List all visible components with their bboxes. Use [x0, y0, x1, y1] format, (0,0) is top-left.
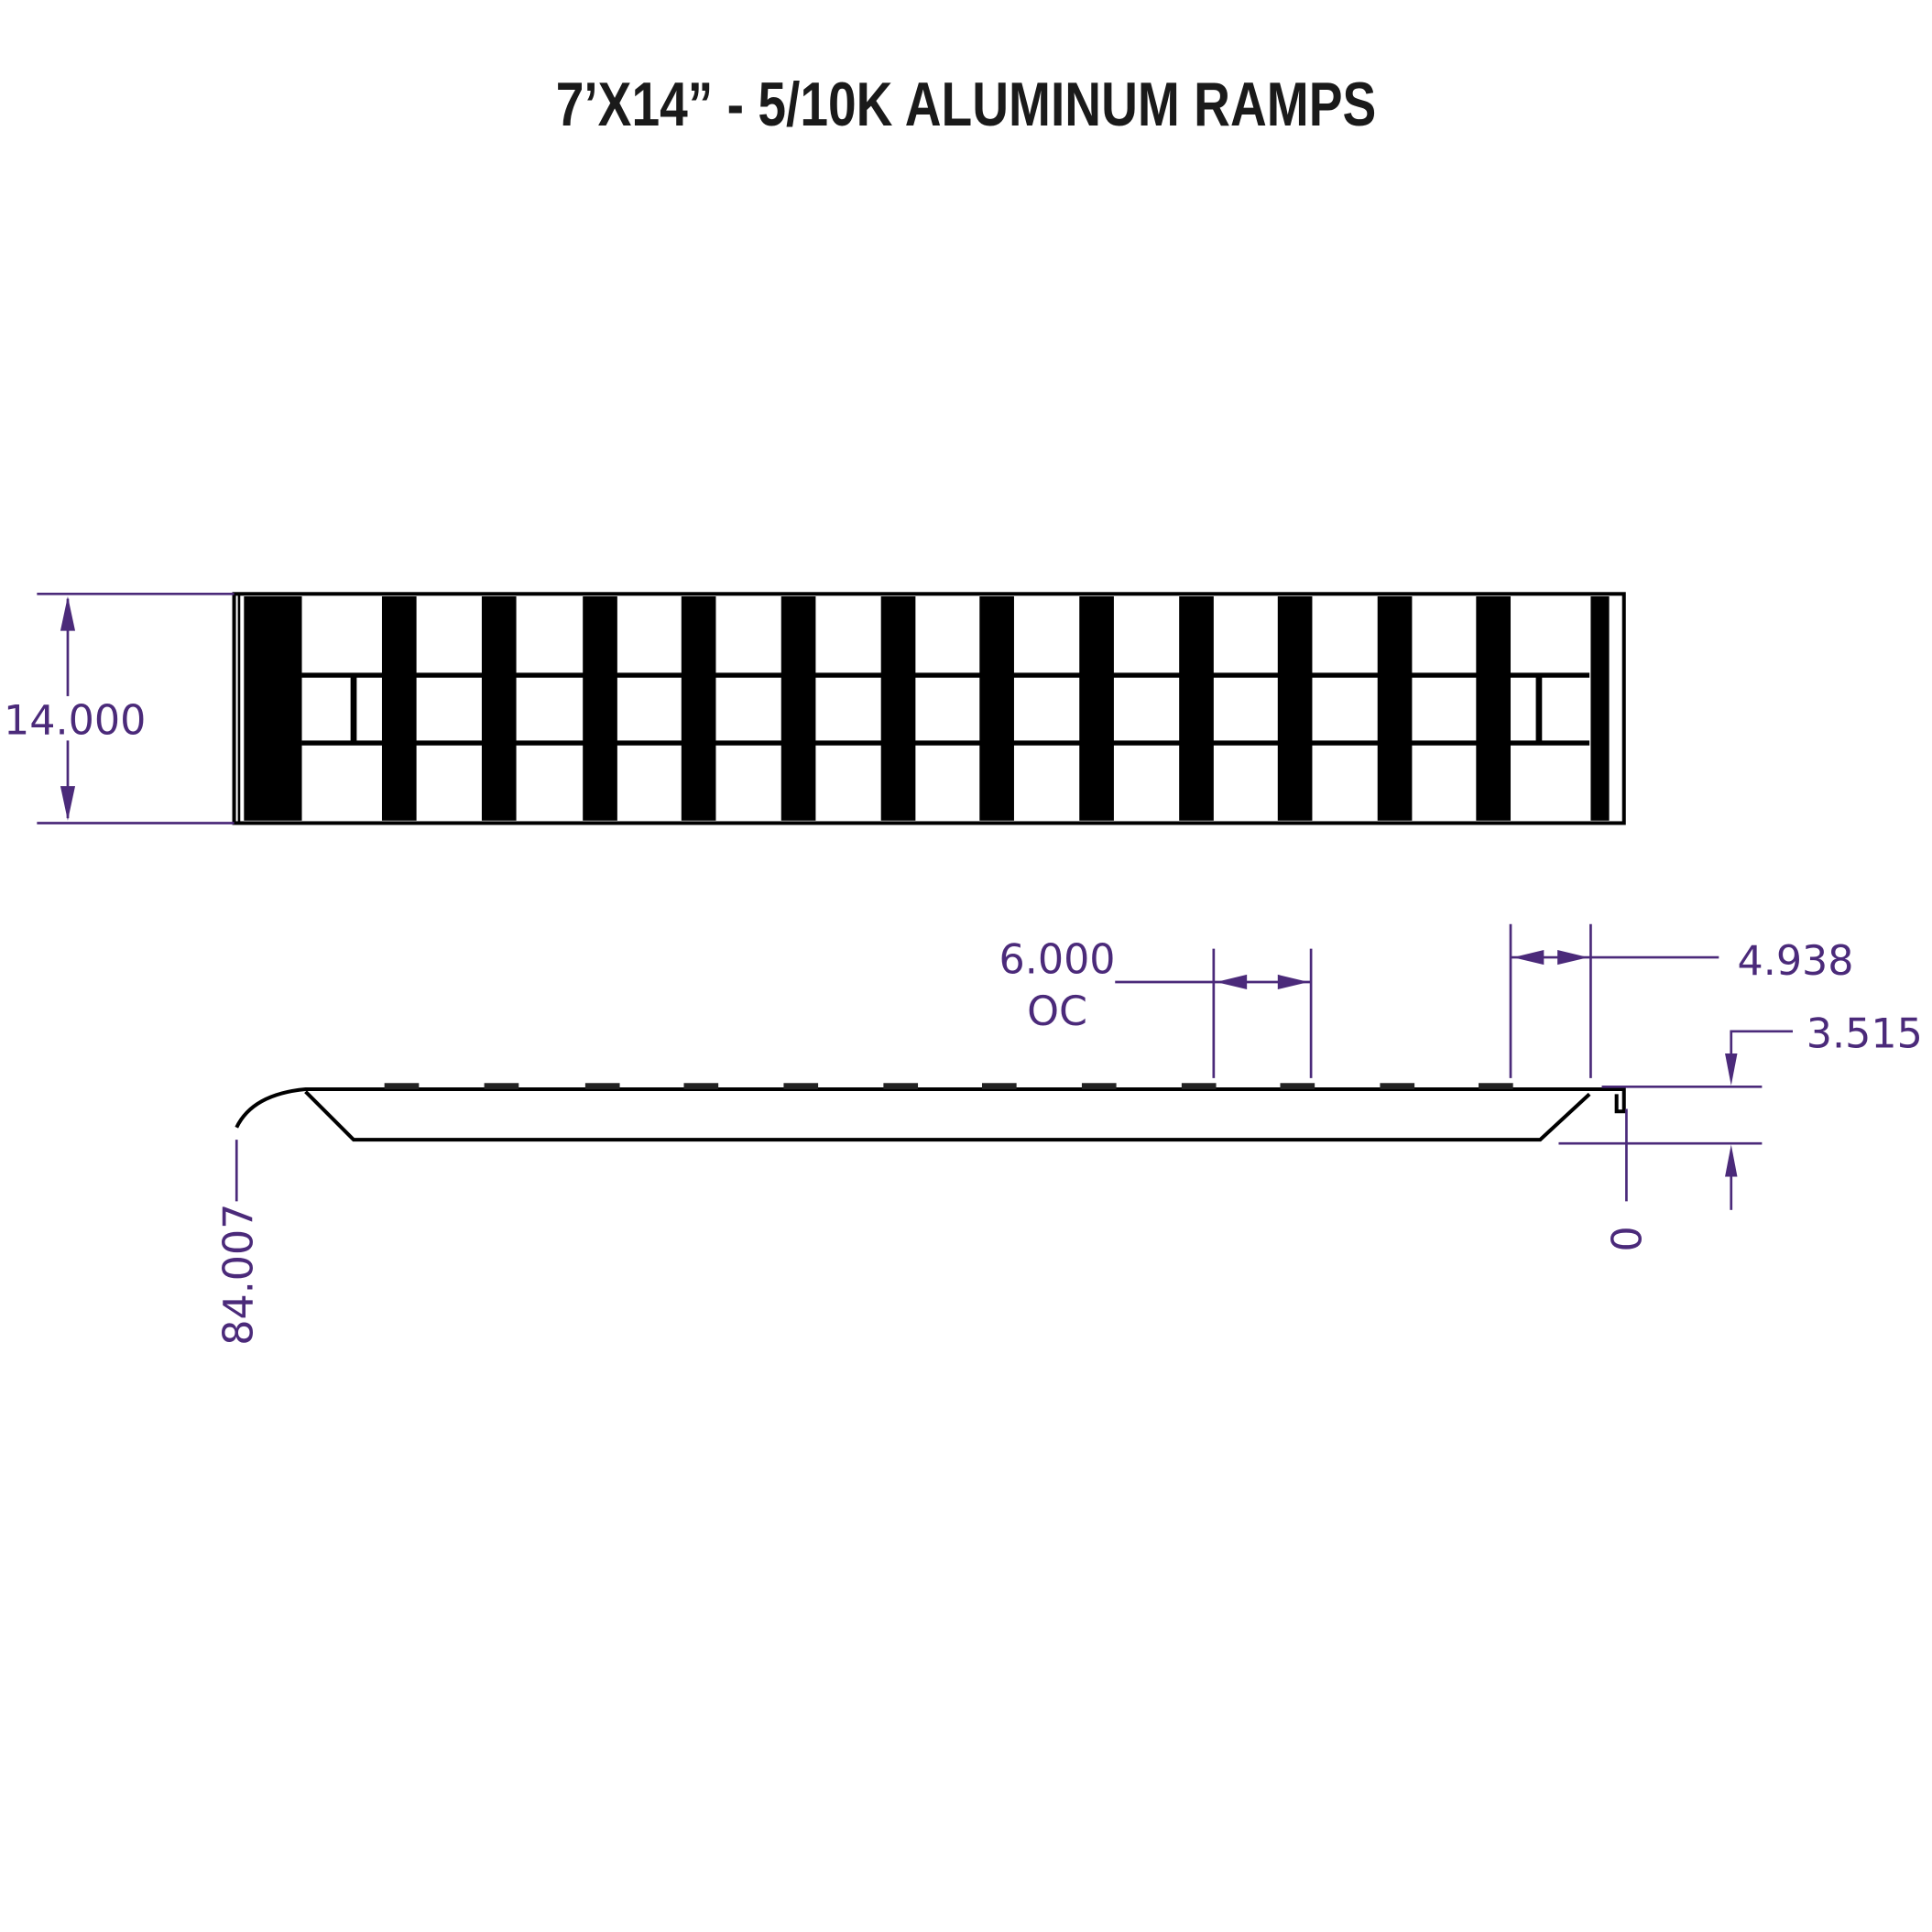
drawing-title: 7’X14” - 5/10K ALUMINUM RAMPS	[556, 71, 1377, 139]
length-label: 84.007	[216, 1203, 263, 1345]
crossbar	[979, 595, 1014, 821]
end-crossbar	[1590, 595, 1610, 821]
crossbar	[880, 595, 916, 821]
tread-cleat	[1479, 1083, 1513, 1090]
origin-marker: 0	[1605, 1108, 1652, 1252]
crossbar	[481, 595, 517, 821]
end-offset-label: 4.938	[1737, 938, 1853, 985]
ramp-top-view	[232, 592, 1626, 825]
spacing-note: OC	[1027, 988, 1087, 1035]
tread-cleat	[783, 1083, 819, 1090]
tread-cleat	[584, 1083, 620, 1090]
width-label: 14.000	[4, 698, 146, 745]
height-label: 3.515	[1806, 1010, 1923, 1057]
height-dimension: 3.515	[1558, 1010, 1923, 1210]
ramp-side-view	[235, 1083, 1626, 1142]
tread-cleat	[683, 1083, 719, 1090]
origin-label: 0	[1605, 1226, 1652, 1251]
crossbar	[381, 595, 417, 821]
crossbar	[780, 595, 816, 821]
tread-cleat	[1081, 1083, 1117, 1090]
spacing-dimension: 6.000 OC	[999, 937, 1313, 1078]
tread-cleat	[1181, 1083, 1217, 1090]
crossbar	[1277, 595, 1313, 821]
crossbar	[583, 595, 617, 821]
width-dimension: 14.000	[0, 592, 235, 824]
tread-cleat	[384, 1083, 420, 1090]
tread-cleat	[1280, 1083, 1315, 1090]
crossbar	[1079, 595, 1114, 821]
crossbar	[1377, 595, 1413, 821]
crossbar	[681, 595, 716, 821]
tread-cleat	[484, 1083, 519, 1090]
length-dimension: 84.007	[216, 1140, 263, 1346]
tread-cleat	[883, 1083, 919, 1090]
tread-cleat	[981, 1083, 1017, 1090]
crossbar	[1476, 595, 1512, 821]
crossbar	[1179, 595, 1214, 821]
spacing-label: 6.000	[999, 937, 1116, 984]
tread-cleat	[1380, 1083, 1415, 1090]
end-offset-dimension: 4.938	[1509, 923, 1854, 1078]
